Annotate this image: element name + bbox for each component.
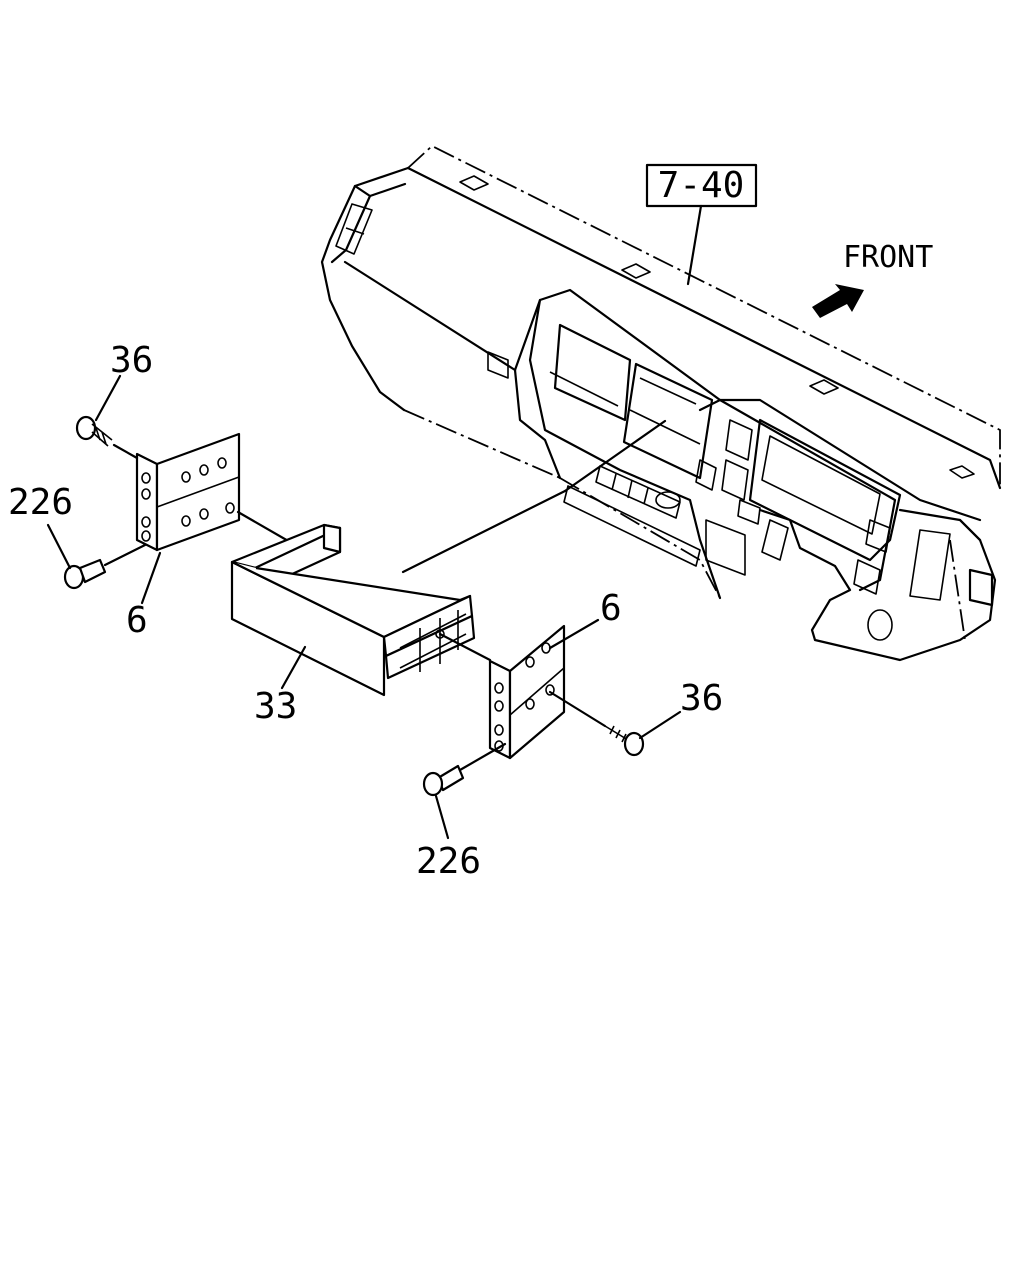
leader-bracket-pocket — [236, 510, 292, 544]
front-direction: FRONT — [812, 240, 933, 318]
instrument-panel — [320, 144, 1002, 662]
bracket-right — [438, 624, 566, 760]
leader-33 — [280, 645, 307, 690]
callout-6-left: 6 — [126, 600, 148, 641]
callout-36-right: 36 — [680, 678, 723, 719]
callout-226-bottom: 226 — [416, 841, 481, 882]
front-label: FRONT — [843, 240, 933, 275]
reference-callout: 7-40 — [645, 163, 758, 286]
leader-pocket-panel-2 — [563, 419, 667, 493]
callout-33: 33 — [254, 686, 297, 727]
callout-226-left: 226 — [8, 482, 73, 523]
callout-36-top: 36 — [110, 340, 153, 381]
pocket — [230, 523, 476, 697]
leader-pocket-panel — [401, 489, 567, 574]
bolt-bottom: 226 — [416, 742, 507, 882]
leader-6-left — [140, 551, 162, 605]
leader-6-right — [548, 618, 600, 650]
front-arrow-icon — [812, 284, 864, 318]
screw-top-left: 36 — [75, 340, 153, 460]
bracket-left — [135, 432, 241, 552]
bolt-left: 226 — [8, 482, 147, 590]
reference-label: 7-40 — [658, 165, 745, 206]
screw-right: 36 — [548, 678, 723, 757]
callout-6-right: 6 — [600, 588, 622, 629]
